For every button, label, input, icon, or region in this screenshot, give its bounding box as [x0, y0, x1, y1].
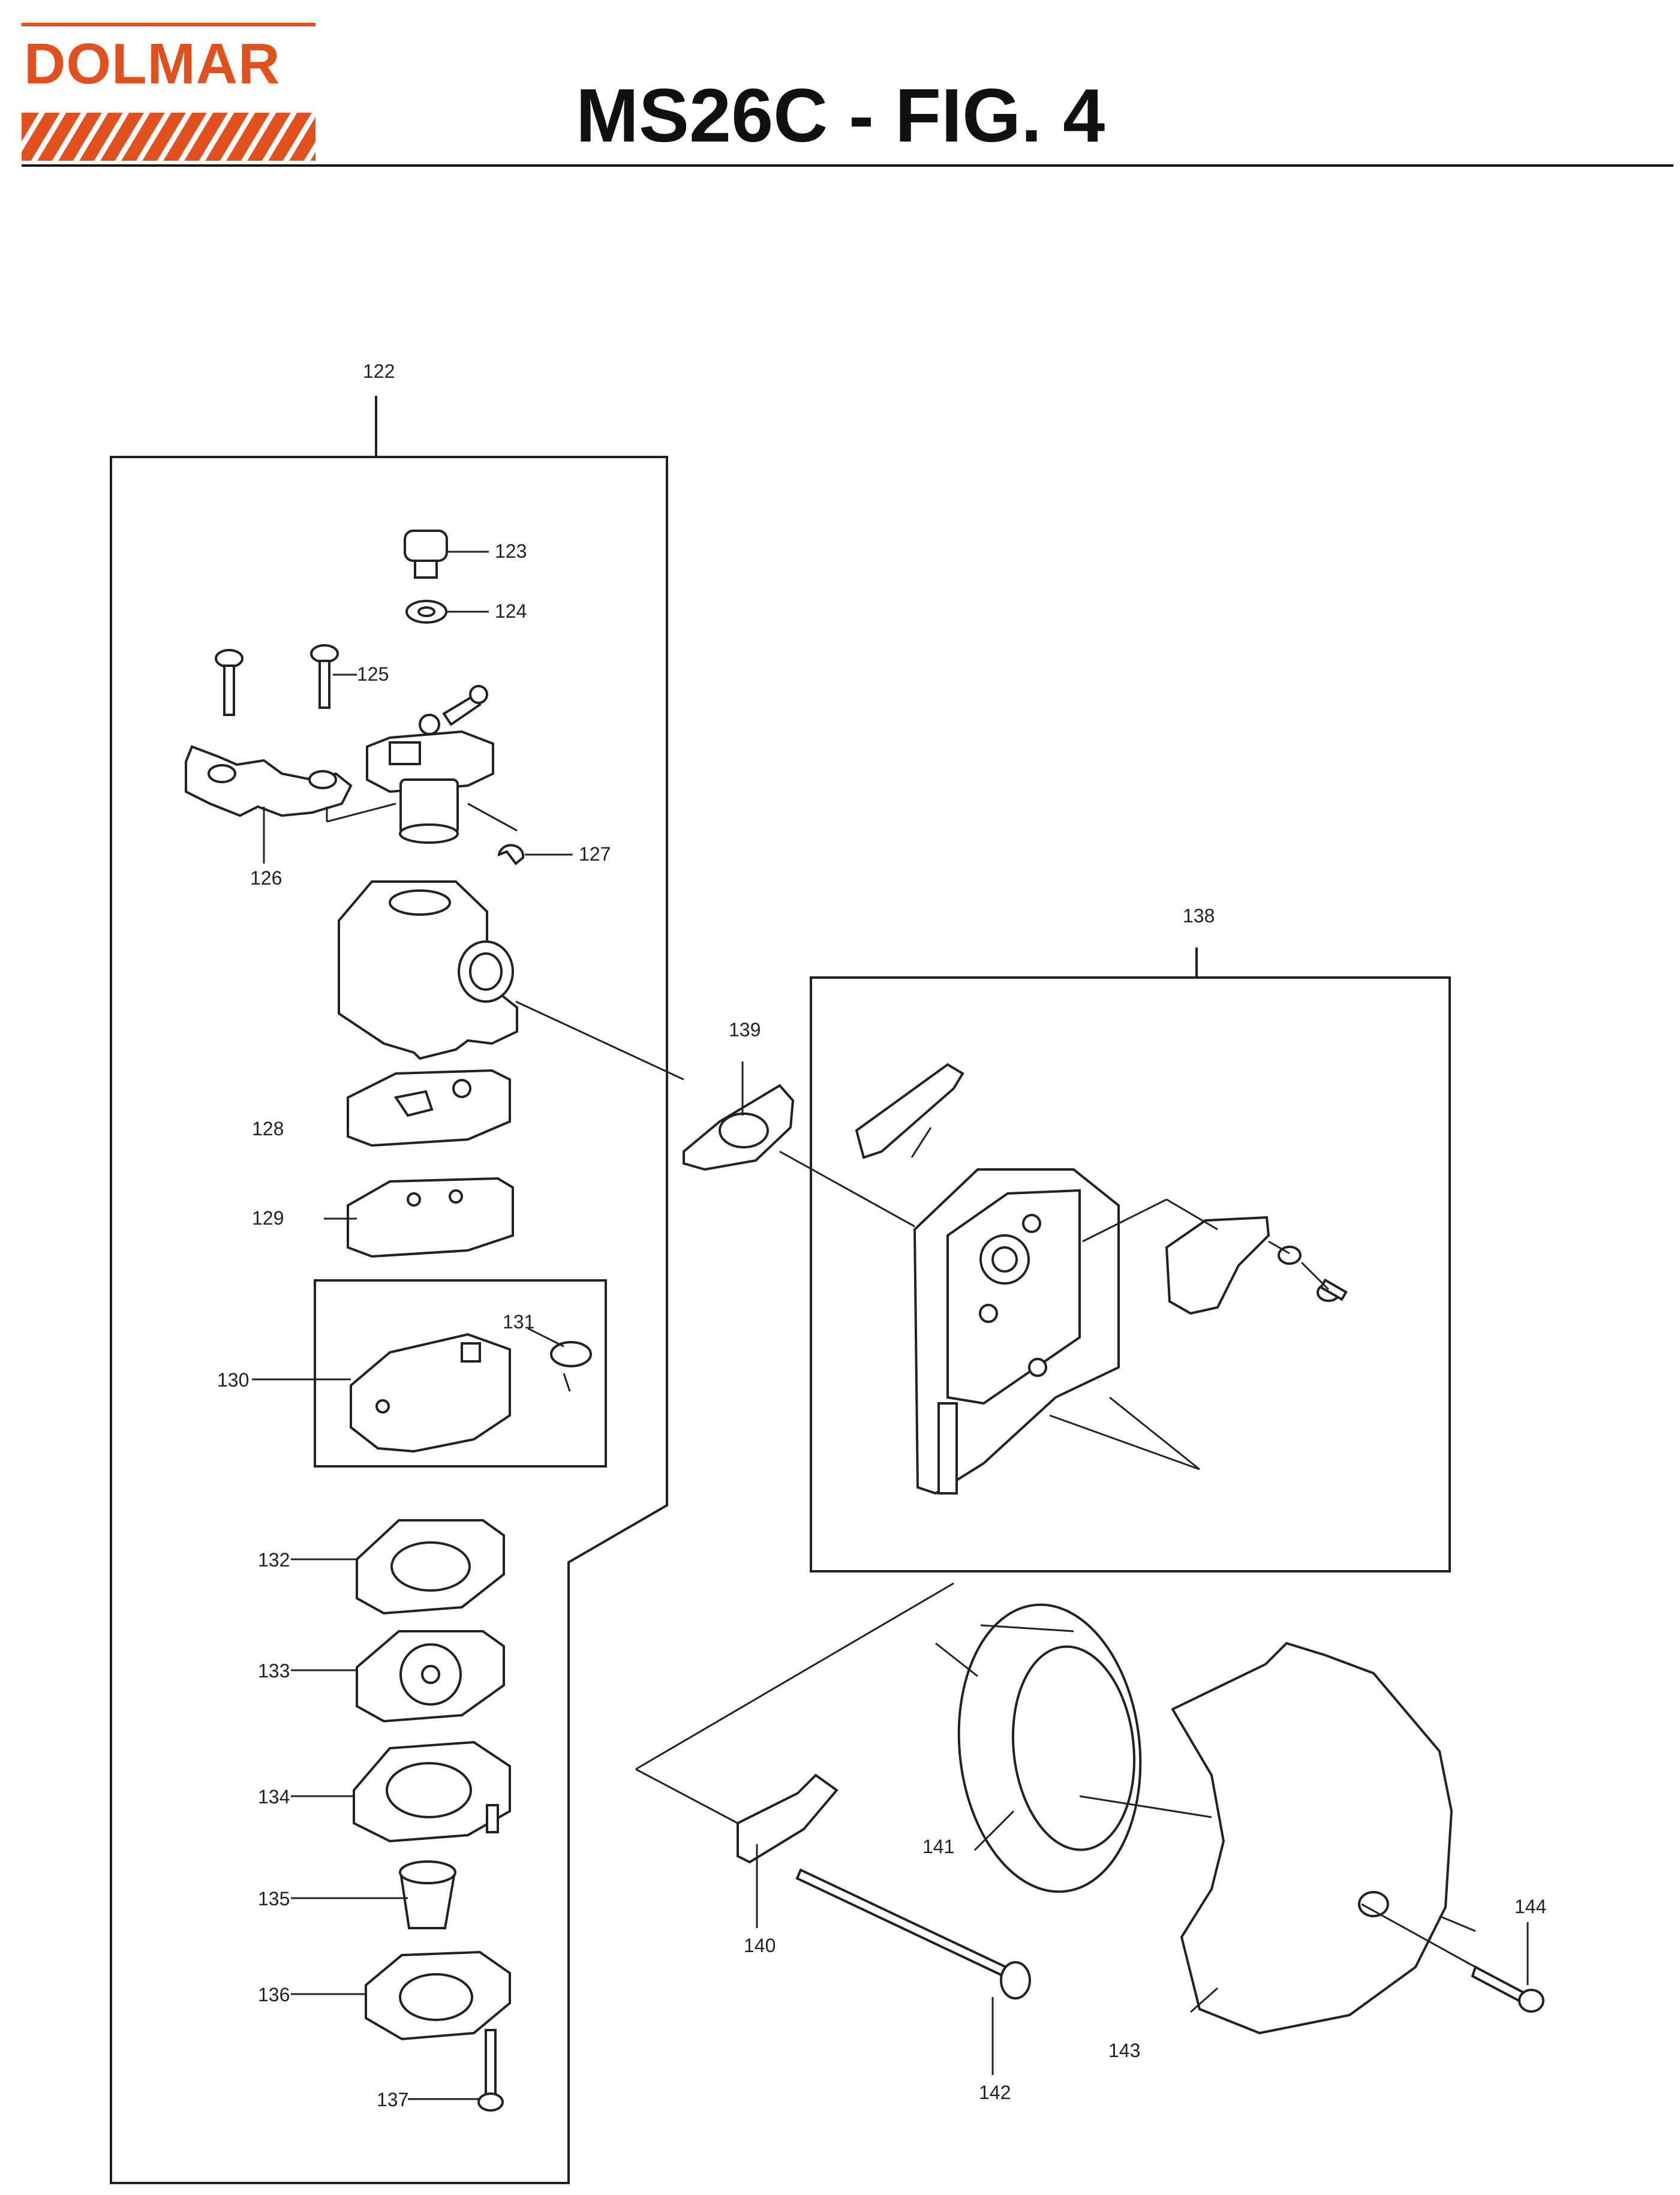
throttle-plate-part [185, 745, 353, 817]
clip-part [497, 844, 525, 865]
pump-body-part [350, 1333, 511, 1453]
mounting-bracket-part [737, 1773, 839, 1864]
diaphragm-part [347, 1177, 514, 1258]
label-136: 136 [258, 1984, 290, 2005]
logo-graphic [7, 23, 342, 169]
air-cleaner-cover-part [1171, 1641, 1453, 2035]
label-144: 144 [1514, 1896, 1546, 1917]
label-138: 138 [1183, 905, 1215, 927]
filter-screen-part [550, 1341, 592, 1367]
long-bolt-part [795, 1868, 1015, 1981]
label-122: 122 [363, 360, 395, 382]
label-141: 141 [922, 1836, 954, 1857]
bottom-screw-part [485, 2029, 497, 2100]
air-cleaner-frame [810, 976, 1451, 1572]
carburetor-body-part [338, 880, 518, 1060]
page-title: MS26C - FIG. 4 [576, 73, 1105, 158]
label-129: 129 [252, 1207, 284, 1229]
label-133: 133 [258, 1660, 290, 1682]
pump-body-subframe [314, 1279, 607, 1468]
label-125: 125 [357, 663, 389, 685]
idle-screw-part [404, 530, 448, 579]
choke-plate-part [1165, 1216, 1270, 1315]
brand-name: DOLMAR [24, 32, 281, 96]
label-131: 131 [503, 1311, 534, 1333]
label-130: 130 [217, 1369, 249, 1391]
label-124: 124 [495, 600, 527, 622]
label-128: 128 [252, 1118, 284, 1139]
dolmar-logo [7, 23, 342, 169]
label-132: 132 [258, 1549, 290, 1571]
cover-screw-part [1471, 1965, 1528, 2005]
label-127: 127 [579, 843, 611, 865]
label-143: 143 [1108, 2040, 1140, 2061]
choke-lever-part [855, 1063, 964, 1159]
label-123: 123 [495, 540, 527, 562]
screw-part [215, 644, 339, 716]
label-126: 126 [250, 867, 282, 889]
carburetor-assembly-frame [110, 456, 668, 2184]
label-135: 135 [258, 1888, 290, 1910]
label-139: 139 [729, 1019, 761, 1041]
label-142: 142 [979, 2082, 1011, 2103]
label-137: 137 [377, 2089, 408, 2110]
label-140: 140 [744, 1935, 776, 1956]
label-134: 134 [258, 1786, 290, 1808]
